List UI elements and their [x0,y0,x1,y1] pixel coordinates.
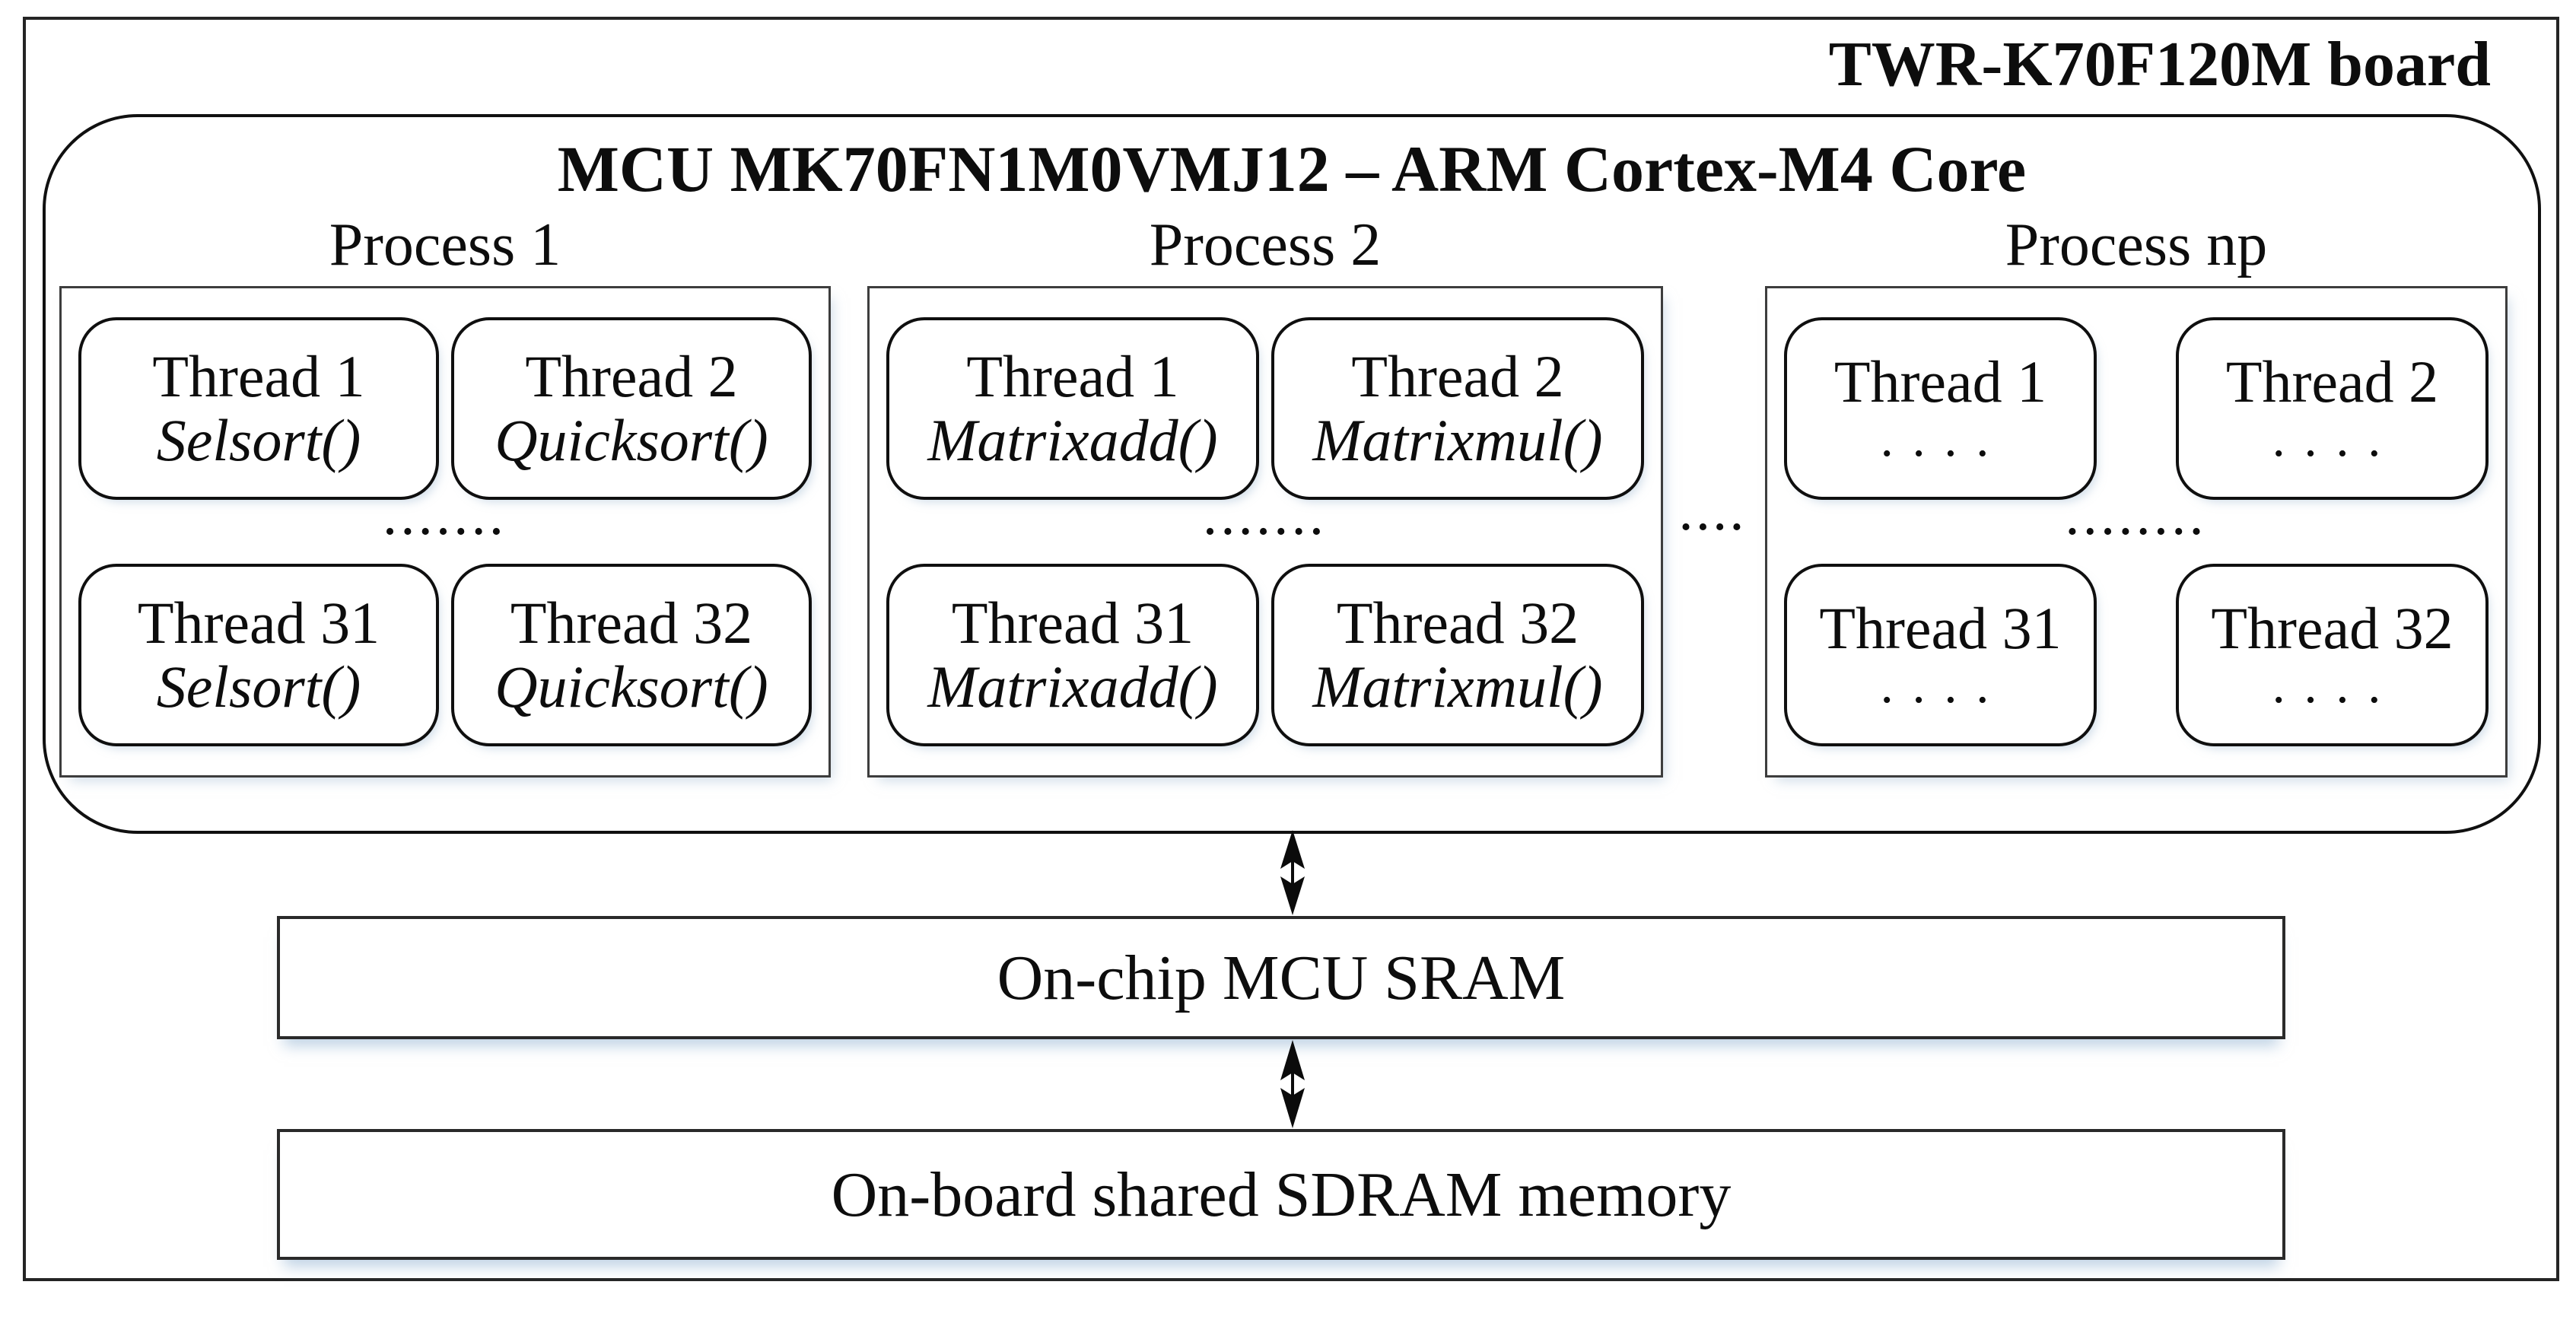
process-label: Process np [2005,211,2268,278]
thread-ellipsis: •••• [2274,440,2402,469]
thread-box: Thread 2 •••• [2176,317,2489,500]
sdram-label: On-board shared SDRAM memory [831,1159,1732,1230]
thread-box: Thread 32 •••• [2176,564,2489,746]
sram-box: On-chip MCU SRAM [277,916,2285,1039]
thread-name: Thread 31 [137,589,380,656]
thread-name: Thread 1 [966,342,1179,409]
thread-row: Thread 1 •••• Thread 2 •••• [1784,317,2489,500]
thread-box: Thread 1 Matrixadd() [886,317,1259,500]
thread-box: Thread 1 •••• [1784,317,2097,500]
thread-function: Matrixadd() [927,654,1218,720]
board: TWR-K70F120M board MCU MK70FN1M0VMJ12 – … [23,17,2559,1281]
thread-name: Thread 32 [2211,594,2454,661]
bidirectional-arrow-icon [1280,830,1305,915]
thread-name: Thread 32 [510,589,753,656]
thread-name: Thread 2 [1351,342,1564,409]
thread-ellipsis: •••• [2274,686,2402,715]
mcu-title: MCU MK70FN1M0VMJ12 – ARM Cortex-M4 Core [557,132,2027,205]
thread-function: Quicksort() [495,654,768,720]
thread-function: Quicksort() [495,407,768,473]
process-box: Thread 1 •••• Thread 2 •••• •••••••• Thr… [1765,286,2508,778]
thread-name: Thread 2 [2225,348,2439,415]
thread-box: Thread 31 Selsort() [78,564,439,746]
row-ellipsis: ••••••• [384,516,510,548]
board-title: TWR-K70F120M board [1828,29,2491,100]
thread-name: Thread 32 [1336,589,1579,656]
process-group-1: Process 1 Thread 1 Selsort() Thread 2 Qu… [59,207,831,778]
thread-box: Thread 1 Selsort() [78,317,439,500]
thread-box: Thread 31 •••• [1784,564,2097,746]
thread-function: Matrixmul() [1312,654,1603,720]
process-group-np: Process np Thread 1 •••• Thread 2 •••• •… [1765,207,2508,778]
thread-name: Thread 1 [152,342,365,409]
thread-function: Matrixadd() [927,407,1218,473]
thread-name: Thread 2 [525,342,738,409]
process-box: Thread 1 Selsort() Thread 2 Quicksort() … [59,286,831,778]
thread-name: Thread 31 [951,589,1194,656]
thread-name: Thread 1 [1833,348,2047,415]
thread-function: Selsort() [156,407,361,473]
row-ellipsis: •••••••• [2067,516,2209,548]
thread-function: Matrixmul() [1312,407,1603,473]
sdram-box: On-board shared SDRAM memory [277,1129,2285,1260]
thread-box: Thread 2 Matrixmul() [1271,317,1644,500]
thread-function: Selsort() [156,654,361,720]
mcu-core-box: MCU MK70FN1M0VMJ12 – ARM Cortex-M4 Core … [43,114,2541,834]
thread-row: Thread 31 Selsort() Thread 32 Quicksort(… [78,564,812,746]
thread-box: Thread 31 Matrixadd() [886,564,1259,746]
process-box: Thread 1 Matrixadd() Thread 2 Matrixmul(… [867,286,1663,778]
process-label: Process 2 [1149,211,1382,278]
thread-ellipsis: •••• [1882,686,2010,715]
thread-box: Thread 32 Matrixmul() [1271,564,1644,746]
thread-row: Thread 1 Matrixadd() Thread 2 Matrixmul(… [886,317,1644,500]
sram-label: On-chip MCU SRAM [997,942,1566,1013]
process-gap-ellipsis: •••• [1681,511,1749,543]
thread-box: Thread 32 Quicksort() [451,564,812,746]
thread-name: Thread 31 [1819,594,2062,661]
bidirectional-arrow-icon [1280,1040,1305,1128]
thread-row: Thread 31 Matrixadd() Thread 32 Matrixmu… [886,564,1644,746]
process-label: Process 1 [329,211,561,278]
thread-ellipsis: •••• [1882,440,2010,469]
row-ellipsis: ••••••• [1204,516,1330,548]
thread-box: Thread 2 Quicksort() [451,317,812,500]
thread-row: Thread 1 Selsort() Thread 2 Quicksort() [78,317,812,500]
thread-row: Thread 31 •••• Thread 32 •••• [1784,564,2489,746]
process-group-2: Process 2 Thread 1 Matrixadd() Thread 2 … [867,207,1663,778]
